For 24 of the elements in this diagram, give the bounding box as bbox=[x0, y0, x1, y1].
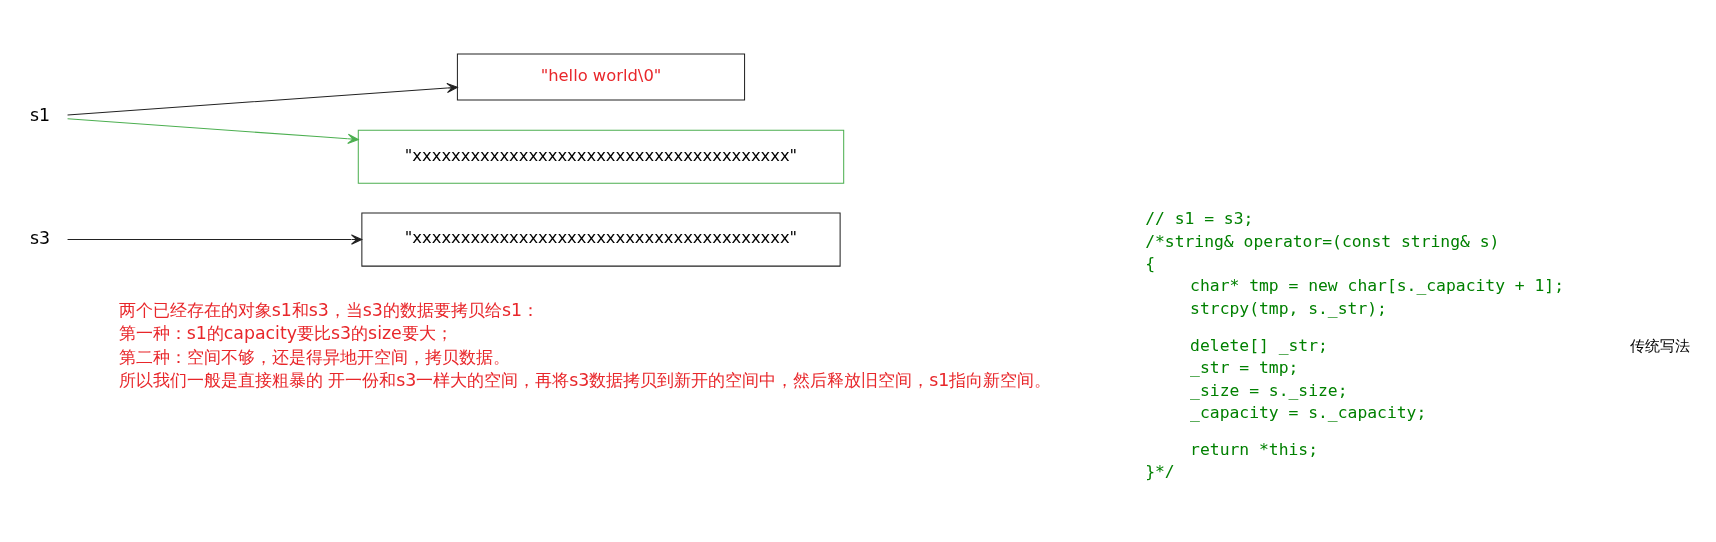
node-text: s1 bbox=[29, 104, 50, 125]
arrow bbox=[67, 233, 363, 245]
label: strcpy(tmp, s._str); bbox=[1190, 298, 1387, 318]
label: // s1 = s3; bbox=[1145, 208, 1254, 228]
label: delete[] _str; bbox=[1190, 335, 1328, 355]
node-box: "hello world\0" bbox=[456, 53, 746, 101]
node-text: s3 bbox=[29, 227, 50, 248]
label: }*/ bbox=[1145, 461, 1175, 481]
label: _capacity = s._capacity; bbox=[1190, 402, 1427, 422]
arrow bbox=[67, 82, 458, 116]
arrow bbox=[67, 117, 359, 144]
label: 两个已经存在的对象s1和s3，当s3的数据要拷贝给s1： bbox=[118, 299, 539, 320]
label: { bbox=[1145, 253, 1155, 273]
label: 传统写法 bbox=[1630, 336, 1691, 355]
label: char* tmp = new char[s._capacity + 1]; bbox=[1190, 275, 1565, 295]
label: 第二种：空间不够，还是得异地开空间，拷贝数据。 bbox=[118, 346, 510, 367]
label: /*string& operator=(const string& s) bbox=[1145, 231, 1500, 251]
label: 所以我们一般是直接粗暴的 开一份和s3一样大的空间，再将s3数据拷贝到新开的空间中，然后释放旧空间，s1指向新空间。 bbox=[118, 369, 1052, 390]
label: return *this; bbox=[1190, 439, 1319, 459]
node-box: "xxxxxxxxxxxxxxxxxxxxxxxxxxxxxxxxxxxxxxx" bbox=[357, 129, 845, 184]
label: _size = s._size; bbox=[1190, 380, 1348, 400]
label: _str = tmp; bbox=[1190, 357, 1299, 377]
label: 第一种：s1的capacity要比s3的size要大； bbox=[118, 322, 453, 343]
node-box: "xxxxxxxxxxxxxxxxxxxxxxxxxxxxxxxxxxxxxxx" bbox=[361, 212, 841, 267]
